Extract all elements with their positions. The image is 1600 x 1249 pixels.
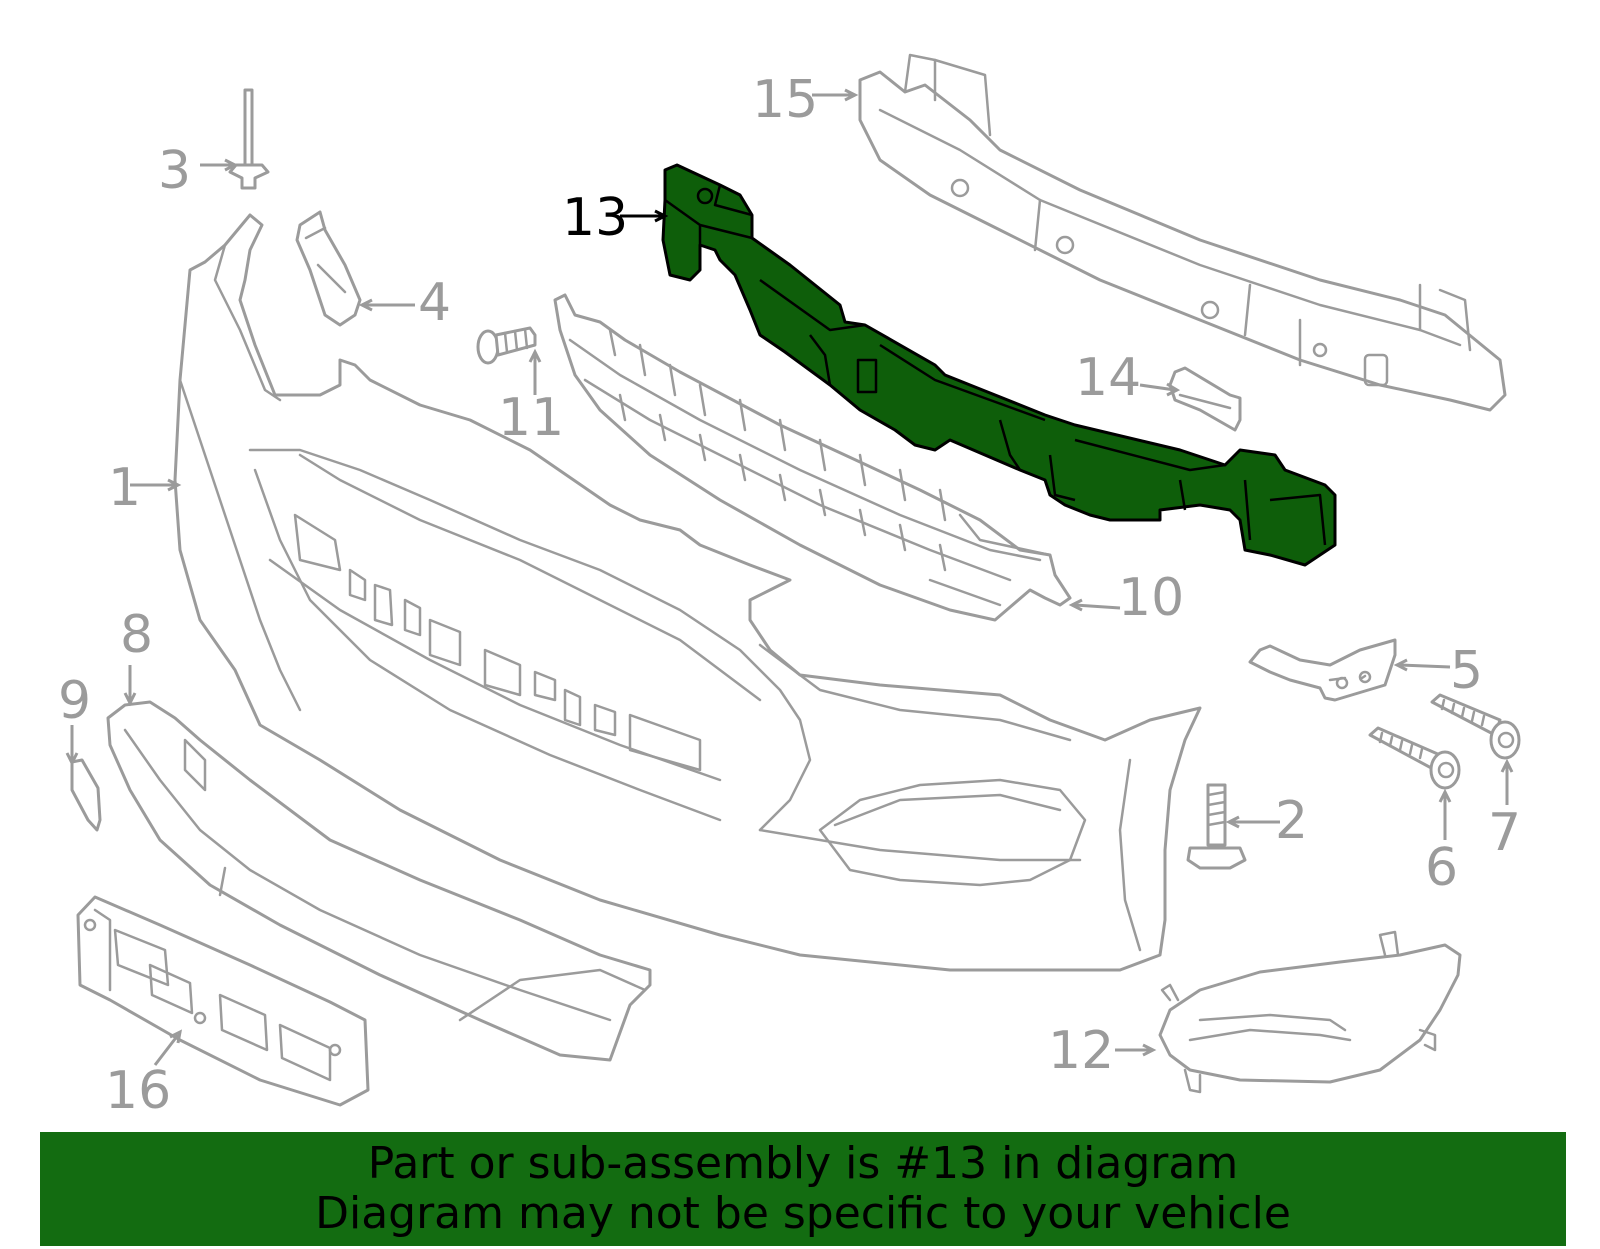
callout-7: 7 xyxy=(1488,803,1521,863)
info-banner: Part or sub-assembly is #13 in diagram D… xyxy=(40,1132,1566,1246)
callout-15: 15 xyxy=(752,70,818,130)
part-10-grille[interactable] xyxy=(553,293,1072,622)
part-13-bumper-absorber[interactable] xyxy=(661,163,1337,567)
callout-13: 13 xyxy=(562,188,628,248)
callout-1: 1 xyxy=(108,458,141,518)
callout-11: 11 xyxy=(498,388,564,448)
callout-8: 8 xyxy=(120,605,153,665)
part-5-bracket[interactable] xyxy=(1248,638,1397,702)
callout-4: 4 xyxy=(418,273,451,333)
callout-6: 6 xyxy=(1425,838,1458,898)
callout-16: 16 xyxy=(105,1061,171,1121)
part-11-screw[interactable] xyxy=(476,326,537,365)
part-9-trim[interactable] xyxy=(70,758,102,832)
banner-line-part: Part or sub-assembly is #13 in diagram xyxy=(367,1138,1239,1189)
callout-14: 14 xyxy=(1075,348,1141,408)
part-4-bracket[interactable] xyxy=(295,210,362,327)
part-7-bolt[interactable] xyxy=(1430,693,1521,760)
banner-line-disclaimer: Diagram may not be specific to your vehi… xyxy=(315,1188,1291,1239)
part-15-reinforcement-beam[interactable] xyxy=(858,53,1507,412)
part-8-lower-valance[interactable] xyxy=(106,700,652,1062)
callout-9: 9 xyxy=(58,671,91,731)
part-16-lower-support[interactable] xyxy=(76,895,370,1107)
part-3-push-pin[interactable] xyxy=(228,88,270,190)
part-14-small-bracket[interactable] xyxy=(1168,366,1242,432)
part-2-bolt[interactable] xyxy=(1186,783,1247,870)
callout-3: 3 xyxy=(158,141,191,201)
callout-5: 5 xyxy=(1450,641,1483,701)
part-12-fog-lamp-bezel[interactable] xyxy=(1158,930,1462,1094)
leader-lines xyxy=(65,88,1514,1066)
callout-12: 12 xyxy=(1048,1021,1114,1081)
callout-2: 2 xyxy=(1275,791,1308,851)
callout-labels: 3 4 1 11 13 15 14 10 5 6 7 2 8 9 16 12 xyxy=(58,70,1521,1121)
part-1-bumper-cover[interactable] xyxy=(173,213,1202,972)
callout-10: 10 xyxy=(1118,568,1184,628)
part-6-bolt[interactable] xyxy=(1368,726,1461,790)
